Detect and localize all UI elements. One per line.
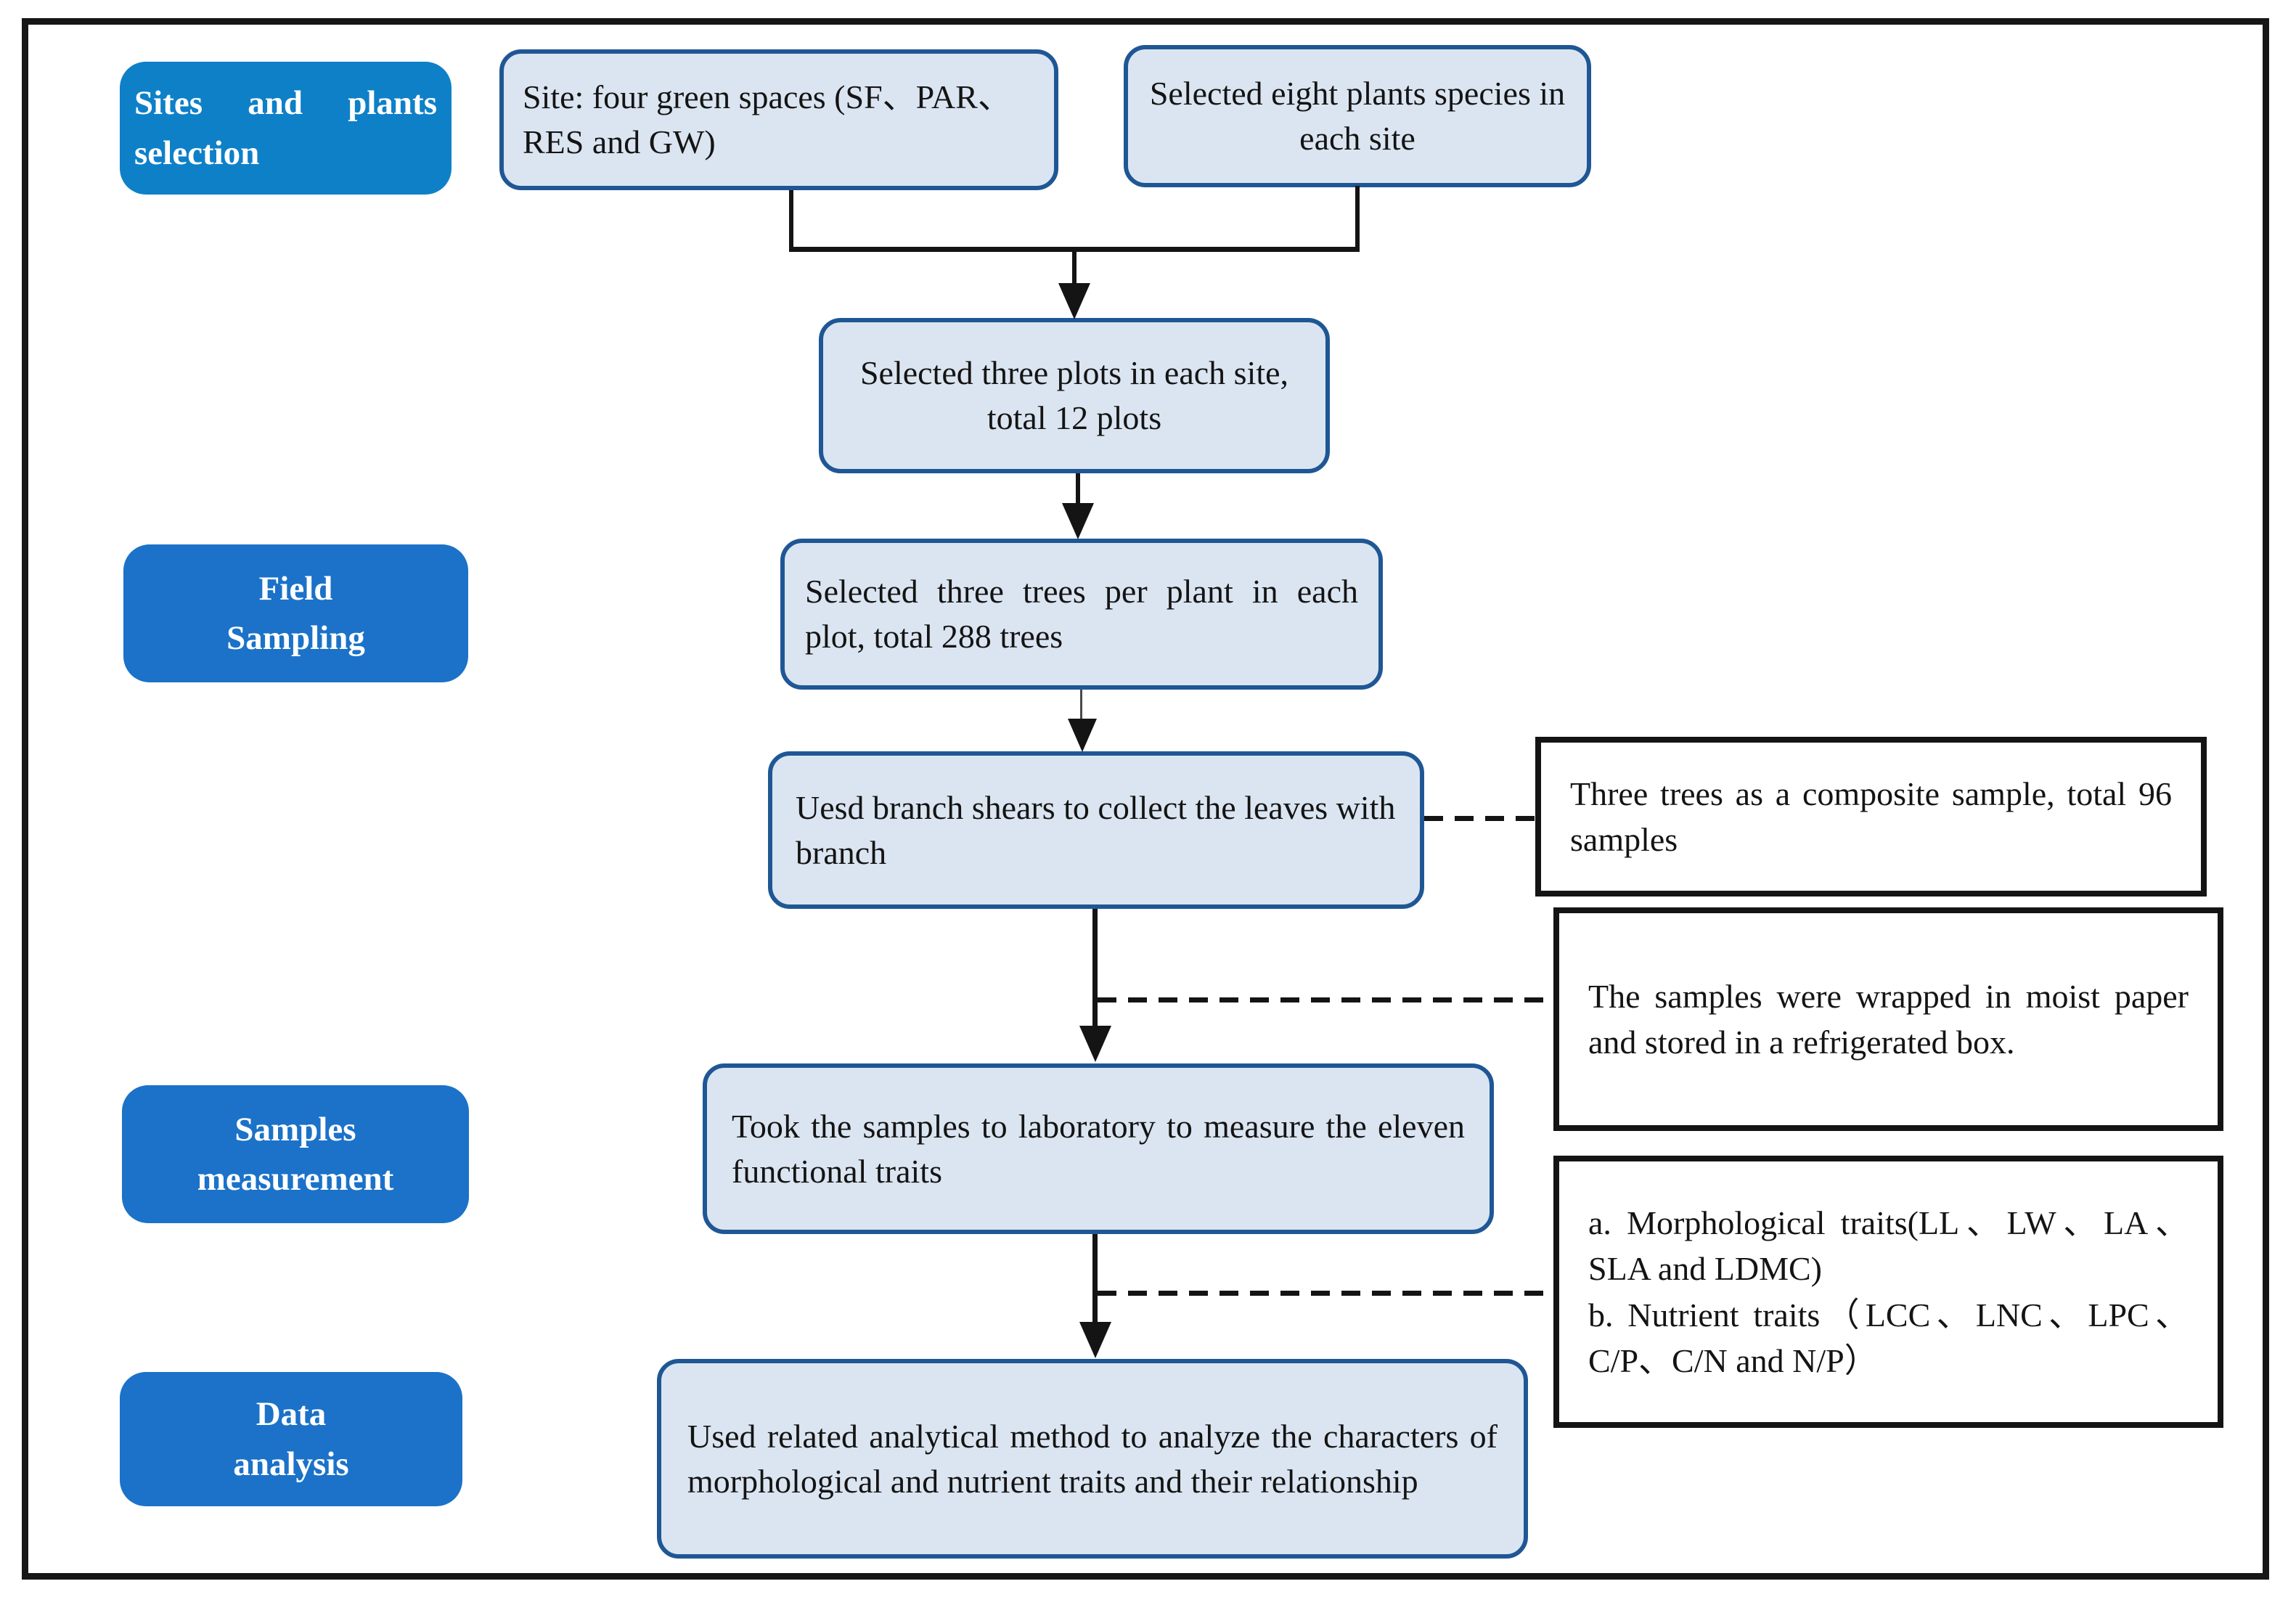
step-box-data-analysis-method: Used related analytical method to analyz… <box>657 1359 1528 1559</box>
annotation-text: a. Morphological traits(LL、LW、LA、SLA and… <box>1588 1204 2189 1288</box>
stage-label-text: Sites and plants selection <box>134 84 437 172</box>
step-text: Site: four green spaces (SF、PAR、RES and … <box>523 78 1011 160</box>
stage-label-text: Sampling <box>226 619 365 657</box>
stage-label-text: Samples <box>234 1110 356 1148</box>
outer-frame <box>22 18 2269 1580</box>
stage-label-data-analysis: Data analysis <box>120 1372 462 1506</box>
annotation-text: Three trees as a composite sample, total… <box>1570 775 2172 858</box>
step-text: Used related analytical method to analyz… <box>687 1417 1498 1500</box>
step-box-species-selection: Selected eight plants species in each si… <box>1124 45 1591 187</box>
connector-trees-to-shears <box>1080 690 1082 723</box>
step-box-trees: Selected three trees per plant in each p… <box>780 539 1383 690</box>
connector-merge-horizontal <box>789 247 1360 252</box>
stage-label-text: Data <box>256 1395 327 1434</box>
arrowhead-to-shears-box <box>1068 719 1097 752</box>
arrowhead-to-lab-box <box>1079 1026 1111 1062</box>
step-text: Selected eight plants species in each si… <box>1149 75 1566 157</box>
connector-merge-to-plots <box>1072 252 1076 287</box>
arrowhead-to-analysis-box <box>1079 1322 1111 1358</box>
connector-species-box-down <box>1355 186 1360 251</box>
annotation-box-trait-list: a. Morphological traits(LL、LW、LA、SLA and… <box>1553 1156 2223 1428</box>
stage-label-field-sampling: Field Sampling <box>123 544 468 682</box>
stage-label-samples-measurement: Samples measurement <box>122 1085 469 1223</box>
step-text: Took the samples to laboratory to measur… <box>732 1107 1465 1190</box>
stage-label-text: measurement <box>197 1160 394 1198</box>
step-text: Selected three plots in each site, total… <box>859 354 1289 436</box>
connector-lab-to-analysis <box>1092 1234 1098 1325</box>
step-box-branch-shears: Uesd branch shears to collect the leaves… <box>768 751 1424 909</box>
stage-label-text: analysis <box>233 1445 349 1483</box>
step-text: Selected three trees per plant in each p… <box>805 573 1358 655</box>
stage-label-sites-and-plants-selection: Sites and plants selection <box>120 62 452 195</box>
arrowhead-to-trees-box <box>1062 503 1094 539</box>
connector-site-box-down <box>789 190 793 251</box>
dashed-link-shears-to-composite-note <box>1424 816 1537 821</box>
step-box-plots: Selected three plots in each site, total… <box>819 318 1330 473</box>
stage-label-text: Field <box>258 569 333 608</box>
step-text: Uesd branch shears to collect the leaves… <box>796 788 1396 871</box>
annotation-text: The samples were wrapped in moist paper … <box>1588 977 2189 1061</box>
annotation-box-composite-samples: Three trees as a composite sample, total… <box>1535 737 2207 897</box>
dashed-link-to-trait-note <box>1098 1291 1553 1296</box>
arrowhead-to-plots-box <box>1058 283 1090 319</box>
step-box-laboratory-measurement: Took the samples to laboratory to measur… <box>703 1063 1494 1234</box>
step-box-site-selection: Site: four green spaces (SF、PAR、RES and … <box>499 49 1058 190</box>
dashed-link-to-storage-note <box>1098 997 1553 1002</box>
connector-plots-to-trees <box>1076 473 1080 506</box>
annotation-text: b. Nutrient traits（LCC、LNC、LPC、C/P、C/N a… <box>1588 1296 2189 1379</box>
connector-shears-to-lab <box>1092 909 1098 1029</box>
annotation-box-sample-storage: The samples were wrapped in moist paper … <box>1553 907 2223 1131</box>
